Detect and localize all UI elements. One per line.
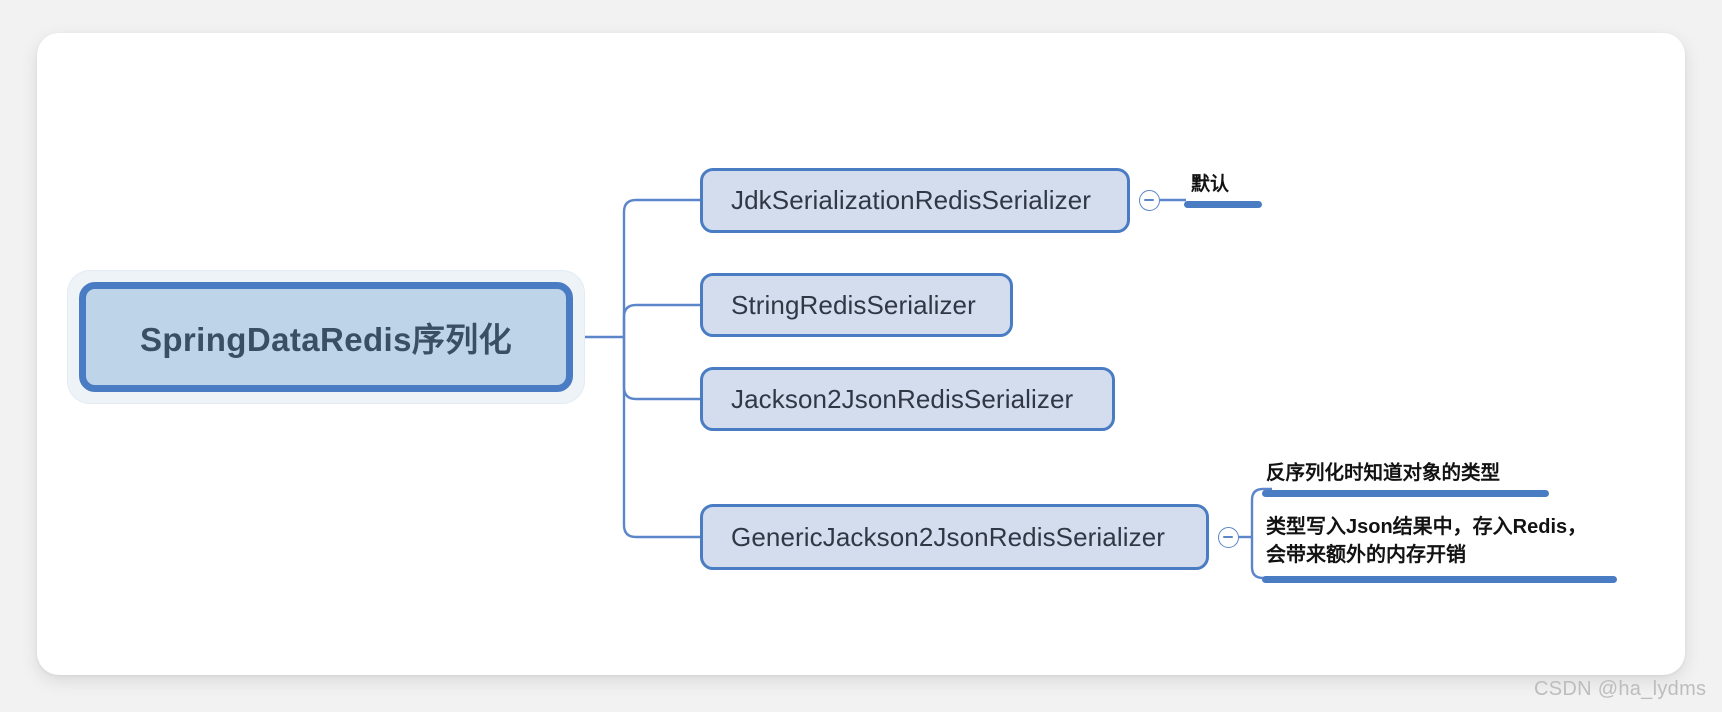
mindmap-node-genericjackson2jsonredisserializer[interactable]: GenericJackson2JsonRedisSerializer — [700, 504, 1209, 570]
mindmap-node-label: StringRedisSerializer — [731, 289, 976, 320]
mindmap-root-node-inner: SpringDataRedis序列化 — [79, 282, 573, 392]
annotation-underline-bar — [1184, 201, 1262, 208]
mindmap-root-node[interactable]: SpringDataRedis序列化 — [68, 271, 584, 403]
mindmap-node-jdkserializationredisserializer[interactable]: JdkSerializationRedisSerializer — [700, 168, 1130, 233]
watermark: CSDN @ha_lydms — [1534, 678, 1707, 700]
annotation-underline-bar — [1262, 490, 1549, 497]
mindmap-node-label: JdkSerializationRedisSerializer — [731, 185, 1092, 215]
mindmap-node-stringredisserializer[interactable]: StringRedisSerializer — [700, 273, 1013, 337]
annotation-memory-overhead[interactable]: 类型写入Json结果中，存入Redis， 会带来额外的内存开销 — [1262, 513, 1617, 583]
collapse-minus-icon[interactable] — [1218, 527, 1239, 548]
mindmap-node-label: Jackson2JsonRedisSerializer — [731, 383, 1074, 414]
collapse-minus-icon[interactable] — [1139, 190, 1160, 211]
annotation-text: 默认 — [1191, 174, 1230, 195]
mindmap-root-label: SpringDataRedis序列化 — [139, 321, 513, 358]
mindmap-node-jackson2jsonredisserializer[interactable]: Jackson2JsonRedisSerializer — [700, 367, 1115, 431]
mindmap-node-label: GenericJackson2JsonRedisSerializer — [731, 521, 1166, 552]
annotation-text: 反序列化时知道对象的类型 — [1266, 462, 1501, 484]
annotation-text: 类型写入Json结果中，存入Redis， 会带来额外的内存开销 — [1266, 516, 1588, 566]
annotation-underline-bar — [1262, 576, 1617, 583]
annotation-default[interactable]: 默认 — [1184, 171, 1262, 208]
annotation-knows-type[interactable]: 反序列化时知道对象的类型 — [1262, 460, 1549, 497]
